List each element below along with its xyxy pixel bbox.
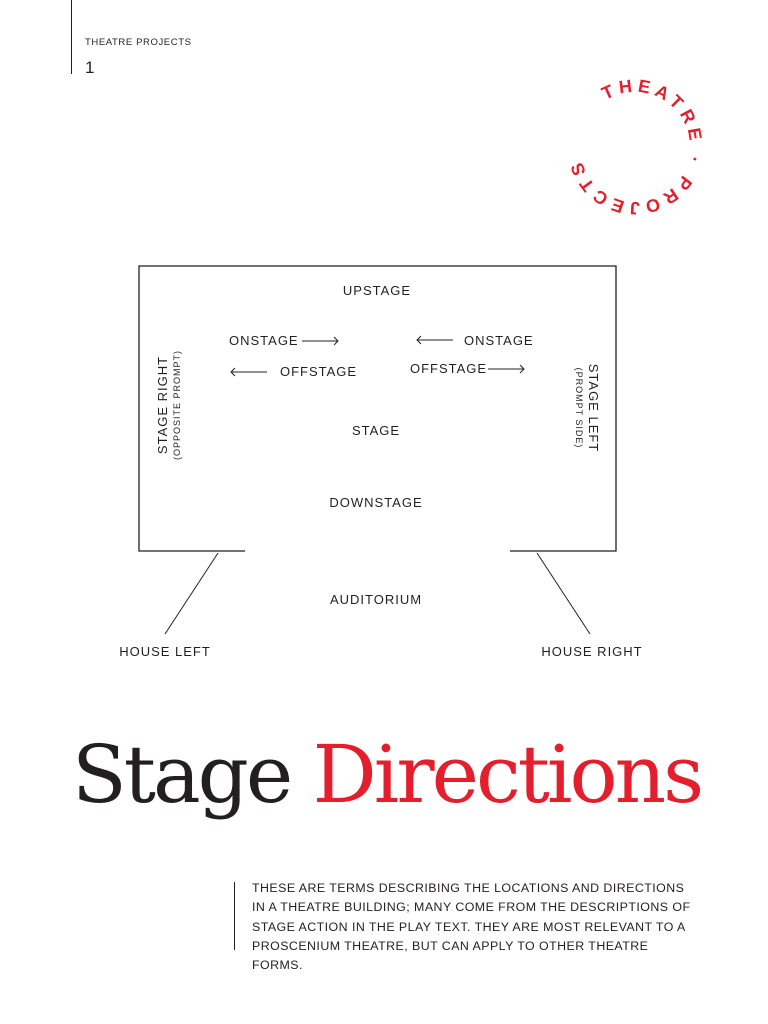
- page-title: Stage Directions: [72, 735, 704, 815]
- label-stage-right: STAGE RIGHT: [155, 356, 170, 454]
- stage-outline: [138, 265, 617, 552]
- title-word-directions: Directions: [312, 728, 705, 821]
- house-left-leader: [164, 552, 219, 635]
- label-auditorium: AUDITORIUM: [330, 592, 422, 607]
- theatre-projects-logo: THEATRE · PROJECTS ·: [560, 72, 702, 218]
- label-onstage-left: ONSTAGE: [229, 333, 299, 348]
- page-number: 1: [85, 58, 95, 77]
- arrow-offstage-left-icon: [230, 367, 267, 377]
- label-stage-left: STAGE LEFT: [586, 364, 601, 453]
- stage-diagram: UPSTAGE ONSTAGE ONSTAGE OFFSTAGE OFFSTAG…: [119, 265, 642, 659]
- title-word-stage: Stage: [72, 728, 293, 821]
- label-onstage-right: ONSTAGE: [464, 333, 534, 348]
- running-header: THEATRE PROJECTS: [85, 37, 192, 48]
- label-stage: STAGE: [352, 423, 400, 438]
- header-rule: [71, 0, 72, 74]
- intro-paragraph: THESE ARE TERMS DESCRIBING THE LOCATIONS…: [252, 881, 691, 973]
- label-stage-left-note: (PROMPT SIDE): [574, 368, 584, 449]
- label-stage-right-note: (OPPOSITE PROMPT): [172, 350, 182, 460]
- label-upstage: UPSTAGE: [343, 283, 411, 298]
- arrow-onstage-right-icon: [416, 335, 453, 345]
- arrow-onstage-left-icon: [302, 336, 339, 346]
- intro-rule: [234, 882, 235, 950]
- label-house-left: HOUSE LEFT: [119, 644, 211, 659]
- label-house-right: HOUSE RIGHT: [541, 644, 642, 659]
- arrow-offstage-right-icon: [488, 364, 525, 374]
- label-offstage-right: OFFSTAGE: [410, 361, 487, 376]
- house-right-leader: [536, 552, 591, 635]
- label-downstage: DOWNSTAGE: [329, 495, 422, 510]
- label-offstage-left: OFFSTAGE: [280, 364, 357, 379]
